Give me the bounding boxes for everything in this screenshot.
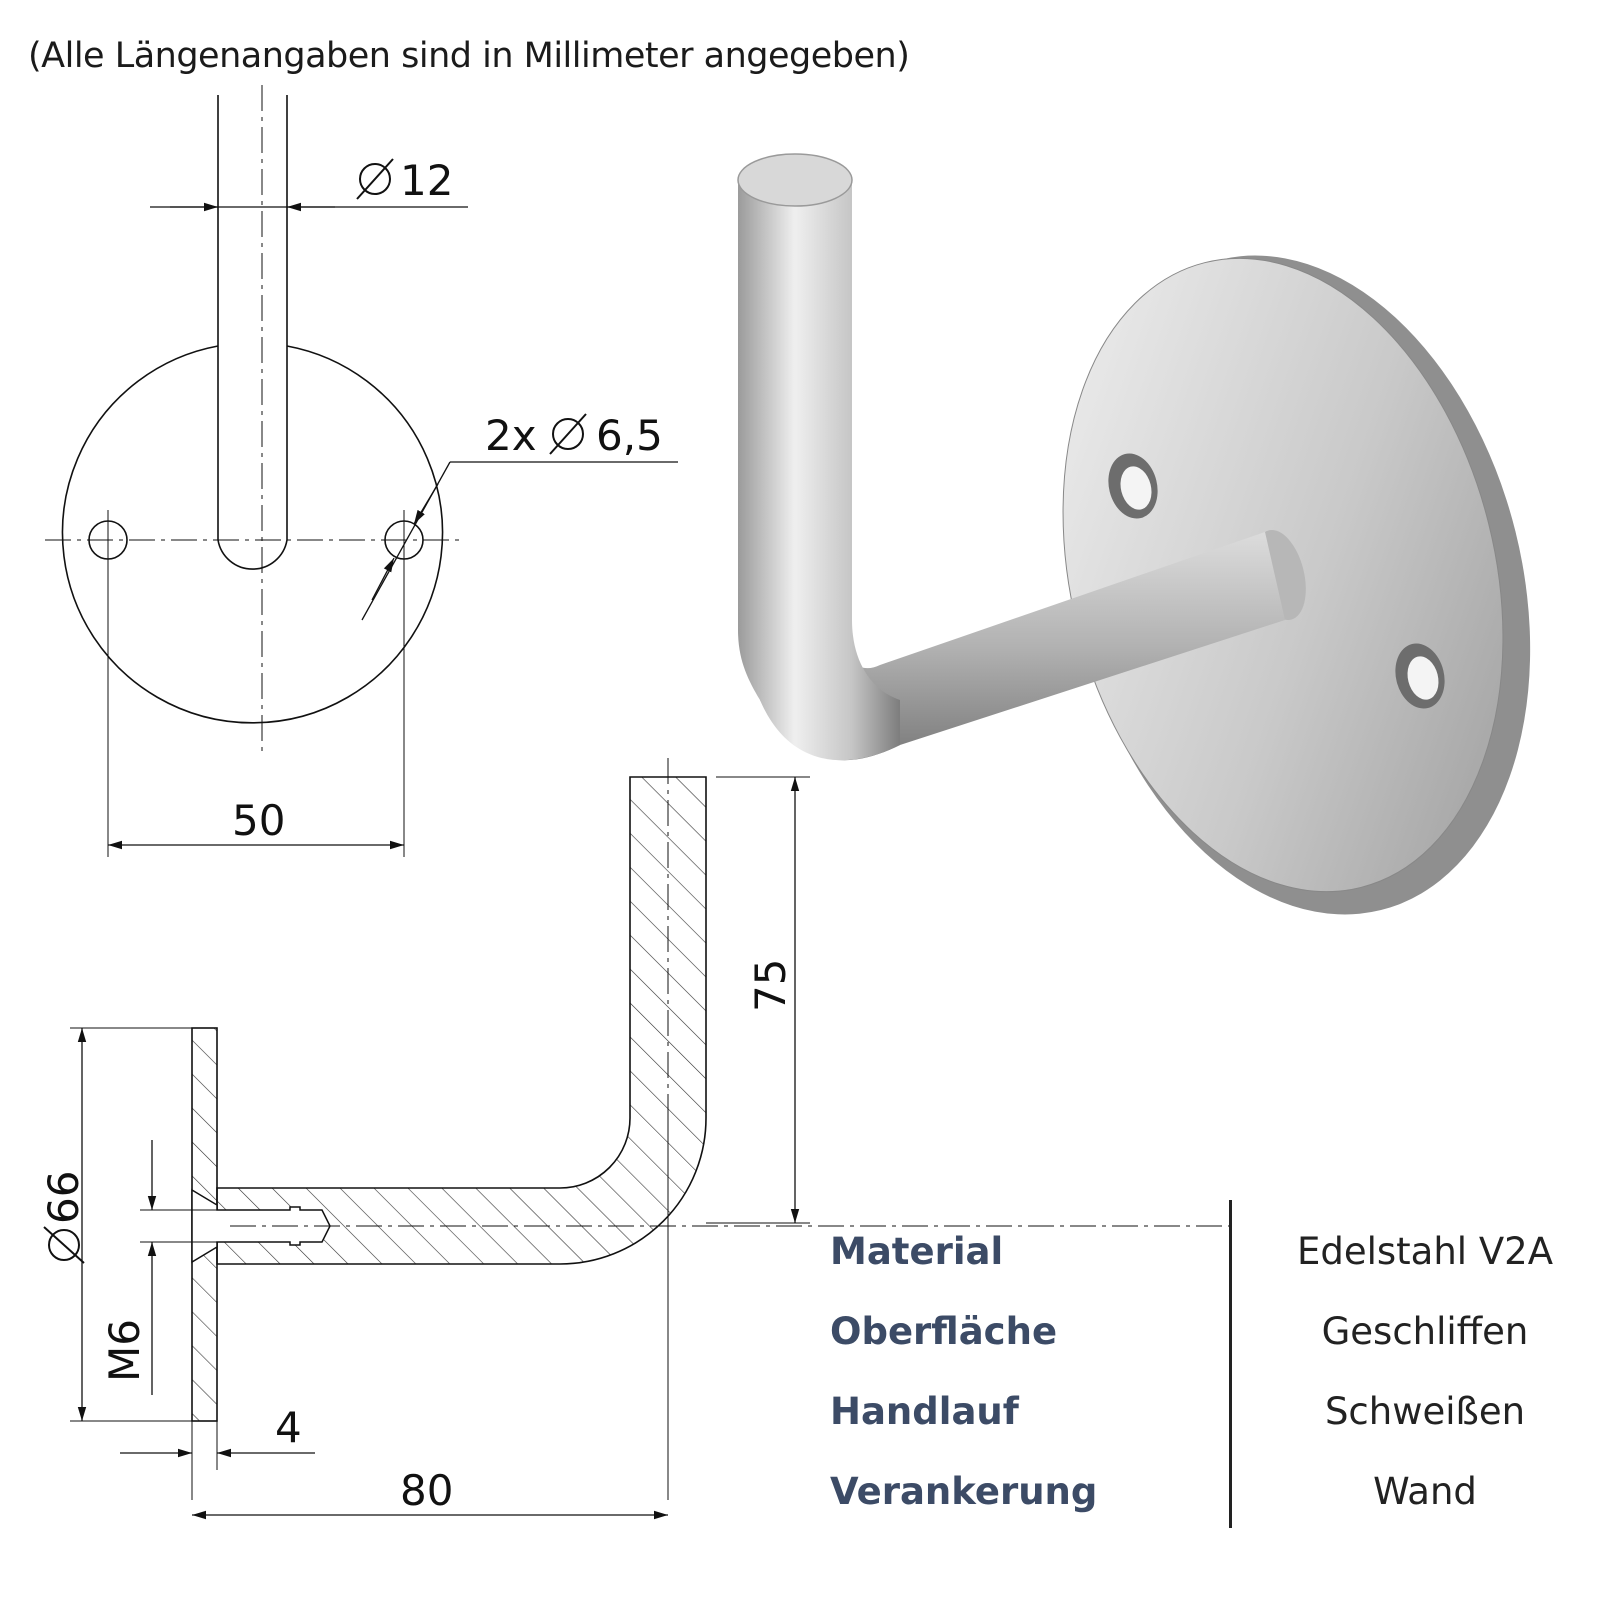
spec-label-material: Material [830, 1230, 1004, 1273]
plate-diameter-value: 66 [39, 1171, 88, 1224]
section-screw [191, 1188, 331, 1264]
rod-diameter-value: 12 [400, 156, 453, 205]
diameter-icon [43, 1226, 85, 1264]
thread-value: M6 [100, 1319, 149, 1382]
diameter-icon [549, 413, 587, 455]
rod-diameter-dimension: 12 [150, 156, 468, 212]
spec-divider [1229, 1200, 1232, 1528]
plate-diameter-dimension: 66 [39, 1027, 192, 1422]
spec-value-anchoring: Wand [1373, 1470, 1477, 1513]
spec-label-anchoring: Verankerung [830, 1470, 1098, 1513]
height-dimension: 75 [706, 776, 810, 1224]
product-photo [737, 153, 1531, 915]
plate-thickness-value: 4 [275, 1403, 302, 1452]
hole-diameter-dimension: 2x 6,5 [361, 411, 678, 621]
thread-dimension: M6 [100, 1140, 217, 1395]
hole-diameter-value: 6,5 [596, 411, 663, 460]
section-bracket [216, 776, 707, 1265]
spec-value-material: Edelstahl V2A [1296, 1230, 1554, 1273]
plate-hole-lower [1395, 643, 1445, 709]
side-section-view [191, 758, 1230, 1422]
diameter-icon [356, 158, 394, 200]
plate-thickness-dimension: 4 [120, 1403, 315, 1500]
front-rod-outline [217, 95, 288, 570]
units-note: (Alle Längenangaben sind in Millimeter a… [28, 36, 910, 76]
plate-hole-upper [1108, 453, 1158, 519]
front-plate-outline [61, 345, 444, 724]
hole-count: 2x [485, 411, 537, 460]
projection-dimension: 80 [192, 1120, 669, 1520]
spec-label-surface: Oberfläche [830, 1310, 1058, 1353]
spec-label-handrail: Handlauf [830, 1390, 1019, 1433]
hole-spacing-value: 50 [232, 796, 285, 845]
front-view [45, 85, 460, 857]
height-value: 75 [746, 959, 795, 1012]
spec-value-surface: Geschliffen [1321, 1310, 1529, 1353]
projection-value: 80 [400, 1466, 453, 1515]
spec-value-handrail: Schweißen [1324, 1390, 1526, 1433]
hole-spacing-dimension: 50 [108, 796, 404, 850]
